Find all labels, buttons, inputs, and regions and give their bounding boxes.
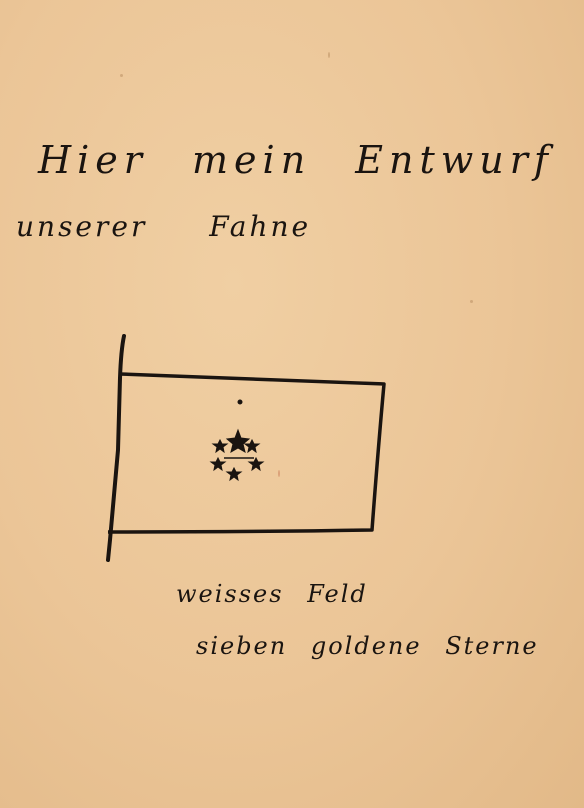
handwritten-line-1: Hier mein Entwurf <box>38 138 554 182</box>
seven-stars-icon <box>209 399 265 482</box>
flag-sketch <box>106 334 386 562</box>
handwritten-line-2: unserer Fahne <box>16 210 312 243</box>
flag-caption-line-2: sieben goldene Sterne <box>196 632 539 660</box>
paper-speck <box>278 470 280 477</box>
paper-speck <box>120 74 123 77</box>
paper-speck <box>470 300 473 303</box>
paper-speck <box>328 52 330 58</box>
flag-pole <box>106 334 126 562</box>
flag-outline <box>107 372 386 534</box>
flag-caption-line-1: weisses Feld <box>176 580 368 608</box>
